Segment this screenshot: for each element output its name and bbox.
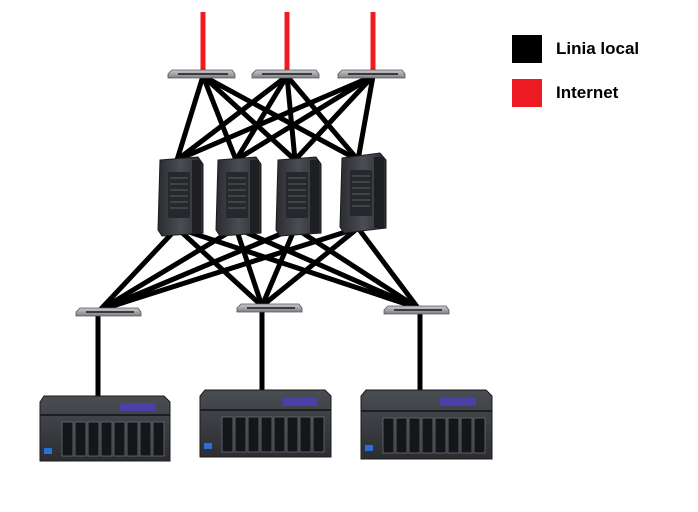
legend-swatch-internet xyxy=(512,79,542,107)
link-srv4-sw5 xyxy=(259,225,361,309)
link-sw2-srv3 xyxy=(284,73,298,163)
link-sw2-srv2 xyxy=(233,73,290,163)
link-srv3-sw4 xyxy=(97,225,298,313)
link-srv4-sw6 xyxy=(355,225,421,311)
link-sw1-srv1 xyxy=(174,73,206,163)
link-sw3-srv4 xyxy=(355,73,376,163)
switch-1 xyxy=(167,69,236,79)
link-sw3-srv3 xyxy=(292,73,376,163)
link-srv4-sw4 xyxy=(97,225,361,313)
nas-3 xyxy=(360,389,493,460)
link-sw2-srv4 xyxy=(284,73,361,163)
link-srv1-sw5 xyxy=(174,225,265,309)
switch-5 xyxy=(236,303,303,313)
legend-swatch-local xyxy=(512,35,542,63)
internet-links xyxy=(200,12,376,70)
link-sw1-srv2 xyxy=(200,73,239,163)
link-sw1-srv3 xyxy=(200,73,298,163)
link-srv1-sw4 xyxy=(97,225,180,313)
legend-label-internet: Internet xyxy=(556,83,619,102)
link-srv2-sw5 xyxy=(233,225,265,309)
link-sw2-srv1 xyxy=(174,73,290,163)
server-1 xyxy=(157,156,204,237)
link-srv3-sw5 xyxy=(259,225,298,309)
legend-local-line: Linia local xyxy=(512,35,639,63)
local-links-upper xyxy=(174,73,376,163)
link-srv2-sw4 xyxy=(97,225,239,313)
link-sw3-srv1 xyxy=(174,73,376,163)
local-links-storage xyxy=(95,312,423,400)
switch-3 xyxy=(337,69,406,79)
switch-4 xyxy=(75,307,142,317)
server-2 xyxy=(215,156,262,237)
legend-internet: Internet xyxy=(512,79,618,107)
legend-label-local: Linia local xyxy=(556,39,640,58)
server-4 xyxy=(339,152,387,234)
switch-2 xyxy=(251,69,320,79)
nas-1 xyxy=(39,395,171,462)
nas-2 xyxy=(199,389,332,458)
local-links-lower xyxy=(97,225,421,313)
link-sw3-srv2 xyxy=(233,73,376,163)
switch-6 xyxy=(383,305,450,315)
server-3 xyxy=(275,156,322,237)
